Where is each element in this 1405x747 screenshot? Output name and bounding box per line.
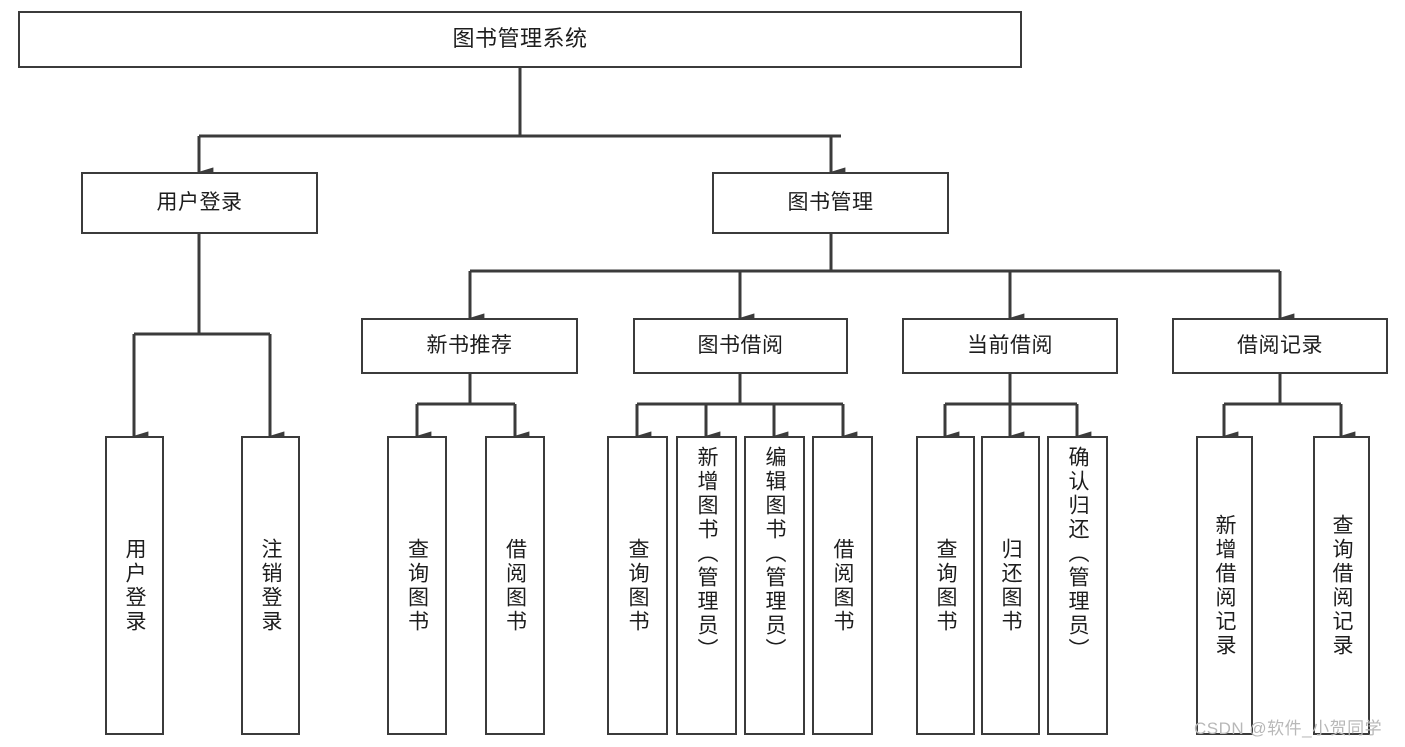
node-book-borrow[interactable]: 图书借阅 bbox=[633, 318, 848, 374]
node-new-book-recommend[interactable]: 新书推荐 bbox=[361, 318, 578, 374]
node-label: 查询图书 bbox=[405, 537, 429, 634]
node-label: 归还图书 bbox=[999, 537, 1022, 634]
node-label: 查询借阅记录 bbox=[1330, 513, 1353, 658]
node-book-management[interactable]: 图书管理 bbox=[712, 172, 949, 234]
node-label: 用户登录 bbox=[123, 537, 146, 634]
leaf-return-book[interactable]: 归还图书 bbox=[981, 436, 1040, 735]
leaf-add-borrow-record[interactable]: 新增借阅记录 bbox=[1196, 436, 1253, 735]
csdn-watermark: CSDN @软件_小贺同学 bbox=[1194, 719, 1383, 738]
node-current-borrow[interactable]: 当前借阅 bbox=[902, 318, 1118, 374]
leaf-user-login[interactable]: 用户登录 bbox=[105, 436, 164, 735]
leaf-borrow-book[interactable]: 借阅图书 bbox=[812, 436, 873, 735]
leaf-edit-book-admin[interactable]: 编辑图书（管理员） bbox=[744, 436, 805, 735]
leaf-query-borrow-record[interactable]: 查询借阅记录 bbox=[1313, 436, 1370, 735]
leaf-query-book-current[interactable]: 查询图书 bbox=[916, 436, 975, 735]
node-label: 编辑图书（管理员） bbox=[763, 446, 786, 662]
node-borrow-record[interactable]: 借阅记录 bbox=[1172, 318, 1388, 374]
node-label: 图书管理 bbox=[787, 191, 874, 215]
node-label: 新增借阅记录 bbox=[1213, 513, 1236, 658]
node-label: 新增图书（管理员） bbox=[695, 446, 718, 662]
node-label: 图书管理系统 bbox=[452, 26, 588, 52]
node-root-system[interactable]: 图书管理系统 bbox=[18, 11, 1022, 68]
node-label: 借阅图书 bbox=[831, 537, 854, 634]
node-label: 当前借阅 bbox=[967, 334, 1053, 358]
node-label: 查询图书 bbox=[934, 537, 957, 634]
node-label: 借阅记录 bbox=[1237, 334, 1323, 358]
node-label: 注销登录 bbox=[259, 537, 282, 634]
node-label: 用户登录 bbox=[156, 191, 243, 215]
leaf-user-logout[interactable]: 注销登录 bbox=[241, 436, 300, 735]
node-label: 确认归还（管理员） bbox=[1066, 446, 1089, 662]
node-label: 新书推荐 bbox=[426, 334, 513, 358]
node-label: 借阅图书 bbox=[503, 537, 527, 634]
leaf-borrow-book-recommend[interactable]: 借阅图书 bbox=[485, 436, 545, 735]
leaf-add-book-admin[interactable]: 新增图书（管理员） bbox=[676, 436, 737, 735]
node-label: 图书借阅 bbox=[697, 334, 784, 358]
node-label: 查询图书 bbox=[626, 537, 649, 634]
leaf-confirm-return-admin[interactable]: 确认归还（管理员） bbox=[1047, 436, 1108, 735]
leaf-query-book-recommend[interactable]: 查询图书 bbox=[387, 436, 447, 735]
leaf-query-book-borrow[interactable]: 查询图书 bbox=[607, 436, 668, 735]
node-user-login[interactable]: 用户登录 bbox=[81, 172, 318, 234]
